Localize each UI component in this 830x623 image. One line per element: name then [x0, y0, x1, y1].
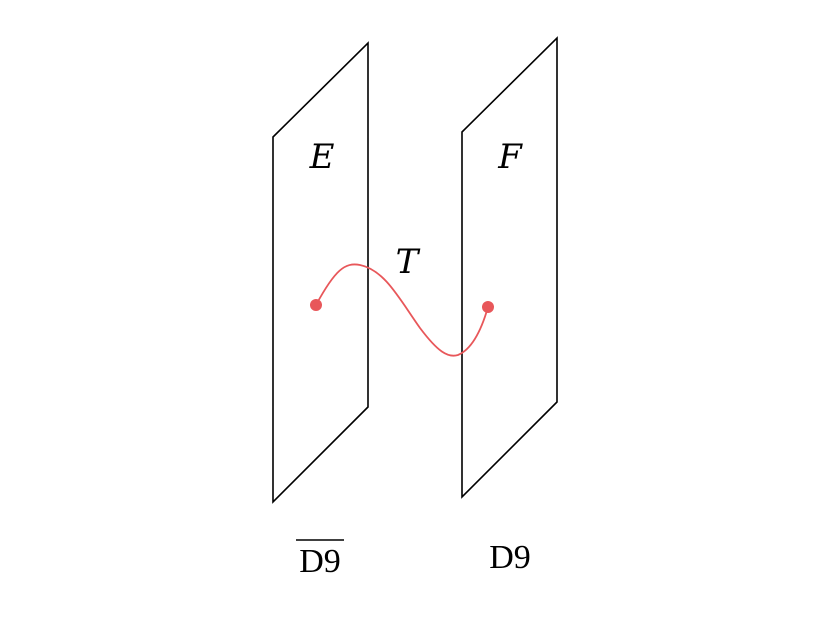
right-brane: F D9 — [461, 36, 558, 576]
left-brane: E D9 — [272, 41, 369, 580]
open-string-left-endpoint — [310, 299, 322, 311]
left-brane-bundle-label: E — [309, 137, 335, 177]
open-string-right-endpoint — [482, 301, 494, 313]
open-string-curve — [315, 263, 489, 357]
right-brane-plane — [461, 36, 558, 499]
right-brane-bundle-label: F — [497, 137, 523, 177]
right-brane-name: D9 — [489, 539, 531, 576]
left-brane-plane — [272, 41, 369, 504]
open-string-label: T — [396, 242, 421, 282]
left-brane-name: D9 — [299, 543, 341, 580]
open-string: T — [310, 242, 494, 357]
